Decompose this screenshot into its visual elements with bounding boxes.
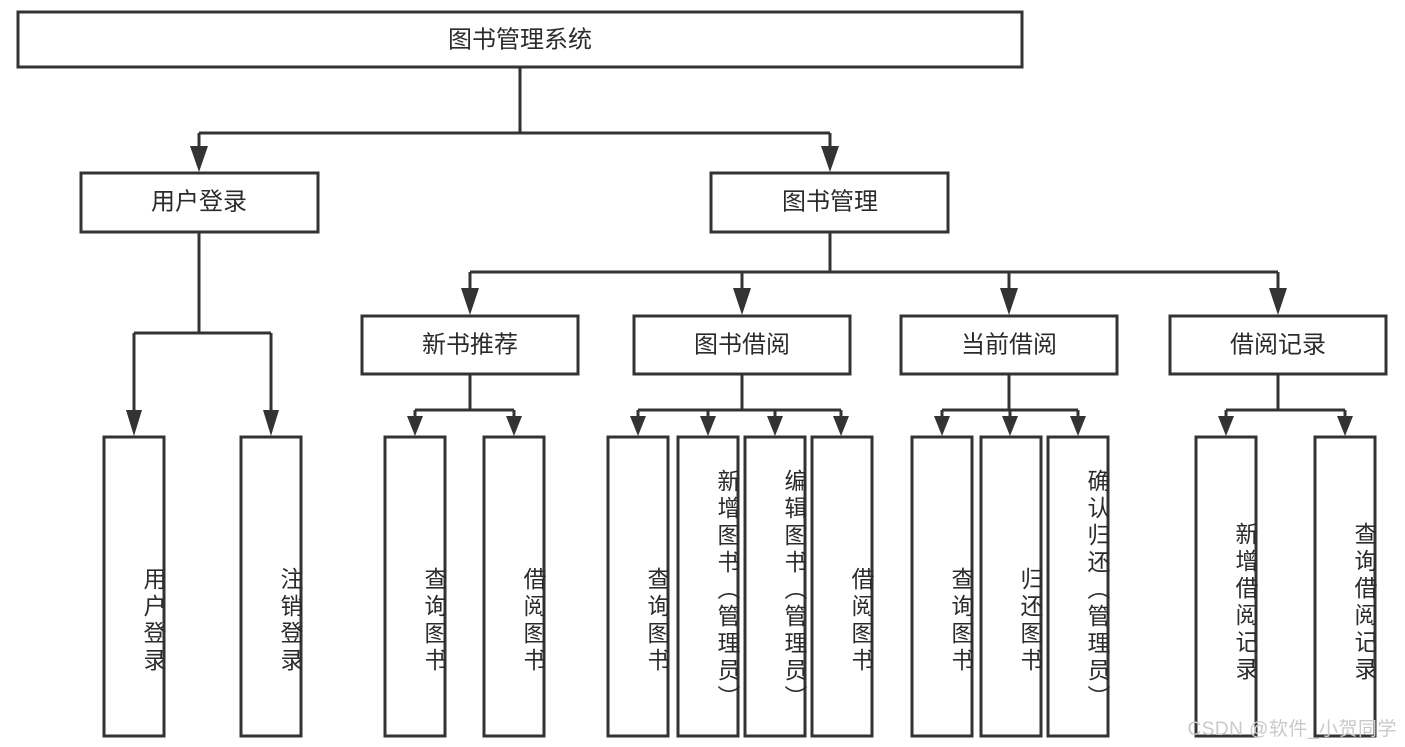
arrow-head-borrow-record	[1269, 288, 1287, 315]
node-book-manage-box[interactable]	[709, 171, 950, 234]
arrow-head-leaf-confirm-return	[1070, 416, 1086, 436]
arrow-head-leaf-edit-book	[767, 416, 783, 436]
node-leaf-add-record-box[interactable]	[1194, 435, 1258, 738]
node-book-borrow-label: 图书借阅	[694, 331, 790, 358]
node-leaf-confirm-return-box[interactable]	[1046, 435, 1110, 738]
arrow-head-leaf-add-record	[1218, 416, 1234, 436]
connector-layer	[126, 67, 1353, 436]
arrow-head-leaf-add-book	[700, 416, 716, 436]
node-leaf-borrow-book-1-box[interactable]	[482, 435, 546, 738]
node-user-login-box[interactable]	[79, 171, 320, 234]
node-leaf-return-book-box[interactable]	[979, 435, 1043, 738]
node-user-login-label: 用户登录	[151, 188, 247, 215]
node-leaf-query-book-2-box[interactable]	[606, 435, 670, 738]
node-current-borrow[interactable]: 当前借阅	[899, 314, 1119, 376]
node-new-book-rec-label: 新书推荐	[422, 331, 518, 358]
node-user-login[interactable]: 用户登录	[79, 171, 320, 234]
node-borrow-record-box[interactable]	[1168, 314, 1388, 376]
node-leaf-user-login-box[interactable]	[102, 435, 166, 738]
arrow-head-user-login	[190, 146, 208, 172]
arrow-head-leaf-query-record	[1337, 416, 1353, 436]
node-leaf-query-book-1-box[interactable]	[383, 435, 447, 738]
arrow-head-leaf-query-book-3	[934, 416, 950, 436]
node-new-book-rec[interactable]: 新书推荐	[360, 314, 580, 376]
arrow-head-leaf-user-login	[126, 410, 142, 436]
node-leaf-query-record-box[interactable]	[1313, 435, 1377, 738]
node-root-box[interactable]	[16, 10, 1024, 69]
node-leaf-borrow-book-2-box[interactable]	[810, 435, 874, 738]
csdn-watermark: CSDN @软件_小贺同学	[1187, 719, 1397, 740]
node-root-label: 图书管理系统	[448, 26, 592, 53]
arrow-head-book-borrow	[733, 288, 751, 315]
node-borrow-record[interactable]: 借阅记录	[1168, 314, 1388, 376]
node-book-borrow-box[interactable]	[632, 314, 852, 376]
node-leaf-edit-book-box[interactable]	[743, 435, 807, 738]
node-book-manage-label: 图书管理	[782, 188, 878, 215]
arrow-head-leaf-query-book-1	[407, 416, 423, 436]
arrow-head-leaf-borrow-book-1	[506, 416, 522, 436]
arrow-head-leaf-logout	[263, 410, 279, 436]
node-borrow-record-label: 借阅记录	[1230, 331, 1326, 358]
node-book-manage[interactable]: 图书管理	[709, 171, 950, 234]
node-leaf-add-book-box[interactable]	[676, 435, 740, 738]
arrow-head-book-manage	[821, 146, 839, 172]
arrow-head-leaf-borrow-book-2	[833, 416, 849, 436]
node-current-borrow-box[interactable]	[899, 314, 1119, 376]
node-new-book-rec-box[interactable]	[360, 314, 580, 376]
arrow-head-leaf-return-book	[1002, 416, 1018, 436]
node-leaf-query-book-3-box[interactable]	[910, 435, 974, 738]
node-root[interactable]: 图书管理系统	[16, 10, 1024, 69]
arrow-head-new-book-rec	[461, 288, 479, 315]
node-book-borrow[interactable]: 图书借阅	[632, 314, 852, 376]
node-leaf-logout-box[interactable]	[239, 435, 303, 738]
node-layer: 图书管理系统 用户登录 图书管理 新书推荐 图书借阅 当前	[16, 10, 1388, 738]
arrow-head-current-borrow	[1000, 288, 1018, 315]
node-current-borrow-label: 当前借阅	[961, 331, 1057, 358]
arrow-head-leaf-query-book-2	[630, 416, 646, 436]
